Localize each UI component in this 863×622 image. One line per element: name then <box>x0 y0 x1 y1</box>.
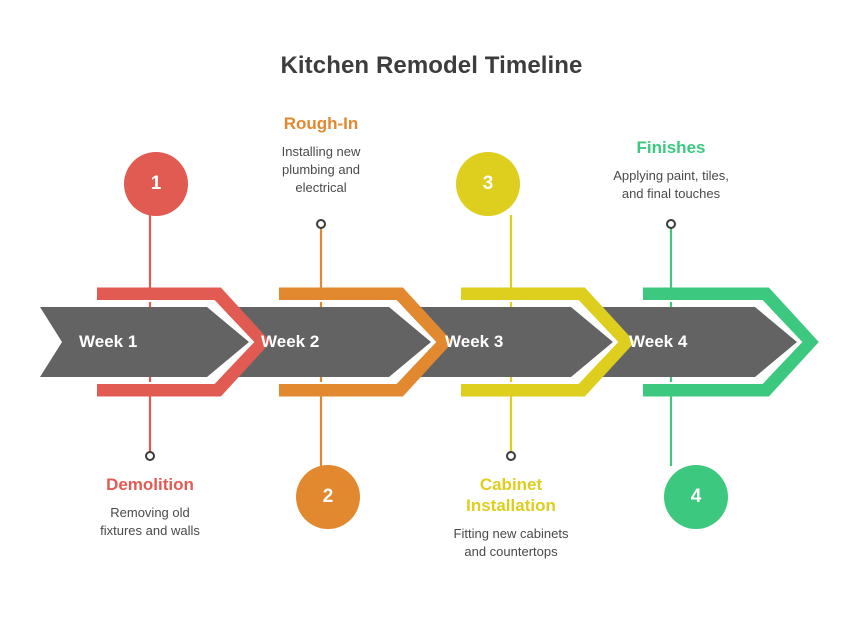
milestone-description-2: Installing new plumbing and electrical <box>226 143 416 197</box>
chevron-edge-2 <box>279 300 437 384</box>
week-label-2: Week 2 <box>261 332 320 351</box>
milestone-circle-number-3: 3 <box>482 173 494 194</box>
end-marker-3 <box>506 451 516 461</box>
milestone-text-1: Demolition Removing old fixtures and wal… <box>55 474 245 540</box>
chevron-segment-week-4 <box>586 307 797 377</box>
chevron-segment-week-2 <box>222 307 431 377</box>
milestone-text-3: Cabinet Installation Fitting new cabinet… <box>416 474 606 561</box>
milestone-description-4: Applying paint, tiles, and final touches <box>576 167 766 203</box>
week-label-1: Week 1 <box>79 332 138 351</box>
milestone-title-3-line-1: Cabinet <box>479 475 543 494</box>
end-marker-1 <box>145 451 155 461</box>
chevron-edge-3 <box>461 300 619 384</box>
milestone-title-1: Demolition <box>106 475 194 494</box>
milestone-circle-number-2: 2 <box>322 486 334 507</box>
chevron-segment-week-1 <box>40 307 249 377</box>
milestone-title-4: Finishes <box>636 138 706 157</box>
milestone-description-3-line-1: Fitting new cabinets <box>453 526 569 541</box>
milestone-text-4: Finishes Applying paint, tiles, and fina… <box>576 137 766 203</box>
chevron-edge-1 <box>97 300 255 384</box>
milestone-description-1-line-1: Removing old <box>110 505 190 520</box>
milestone-title-3-line-2: Installation <box>466 496 556 515</box>
milestone-description-3-line-2: and countertops <box>464 544 558 559</box>
chevron-outline-4 <box>643 287 819 397</box>
milestone-description-1: Removing old fixtures and walls <box>55 504 245 540</box>
chevron-outline-2 <box>279 287 453 397</box>
end-marker-2 <box>316 219 326 229</box>
milestone-circle-3[interactable]: 3 <box>456 152 520 216</box>
milestone-title-2: Rough-In <box>283 114 359 133</box>
milestone-circle-number-4: 4 <box>690 486 702 507</box>
chevron-inner-edges <box>97 300 803 384</box>
chevron-band <box>40 307 797 377</box>
chevron-outline-1 <box>97 287 271 397</box>
milestone-circle-2[interactable]: 2 <box>296 465 360 529</box>
milestone-circle-number-1: 1 <box>150 173 162 194</box>
week-label-4: Week 4 <box>629 332 688 351</box>
chevron-edge-4 <box>643 300 803 384</box>
page-title: Kitchen Remodel Timeline <box>280 52 583 79</box>
milestone-circle-1[interactable]: 1 <box>124 152 188 216</box>
chevron-outline-3 <box>461 287 635 397</box>
milestone-description-2-line-2: plumbing and <box>281 162 361 177</box>
milestone-text-2: Rough-In Installing new plumbing and ele… <box>226 113 416 197</box>
chevron-segment-week-3 <box>404 307 613 377</box>
milestone-title-3: Cabinet Installation <box>416 474 606 516</box>
chevron-outlines <box>97 287 819 397</box>
milestone-description-2-line-1: Installing new <box>281 144 361 159</box>
milestone-description-2-line-3: electrical <box>295 180 347 195</box>
milestone-circle-4[interactable]: 4 <box>664 465 728 529</box>
connector-end-markers <box>145 219 676 461</box>
milestone-description-1-line-2: fixtures and walls <box>100 523 200 538</box>
milestone-description-3: Fitting new cabinets and countertops <box>416 525 606 561</box>
week-label-3: Week 3 <box>445 332 504 351</box>
milestone-description-4-line-2: and final touches <box>621 186 721 201</box>
milestone-description-4-line-1: Applying paint, tiles, <box>613 168 729 183</box>
end-marker-4 <box>666 219 676 229</box>
